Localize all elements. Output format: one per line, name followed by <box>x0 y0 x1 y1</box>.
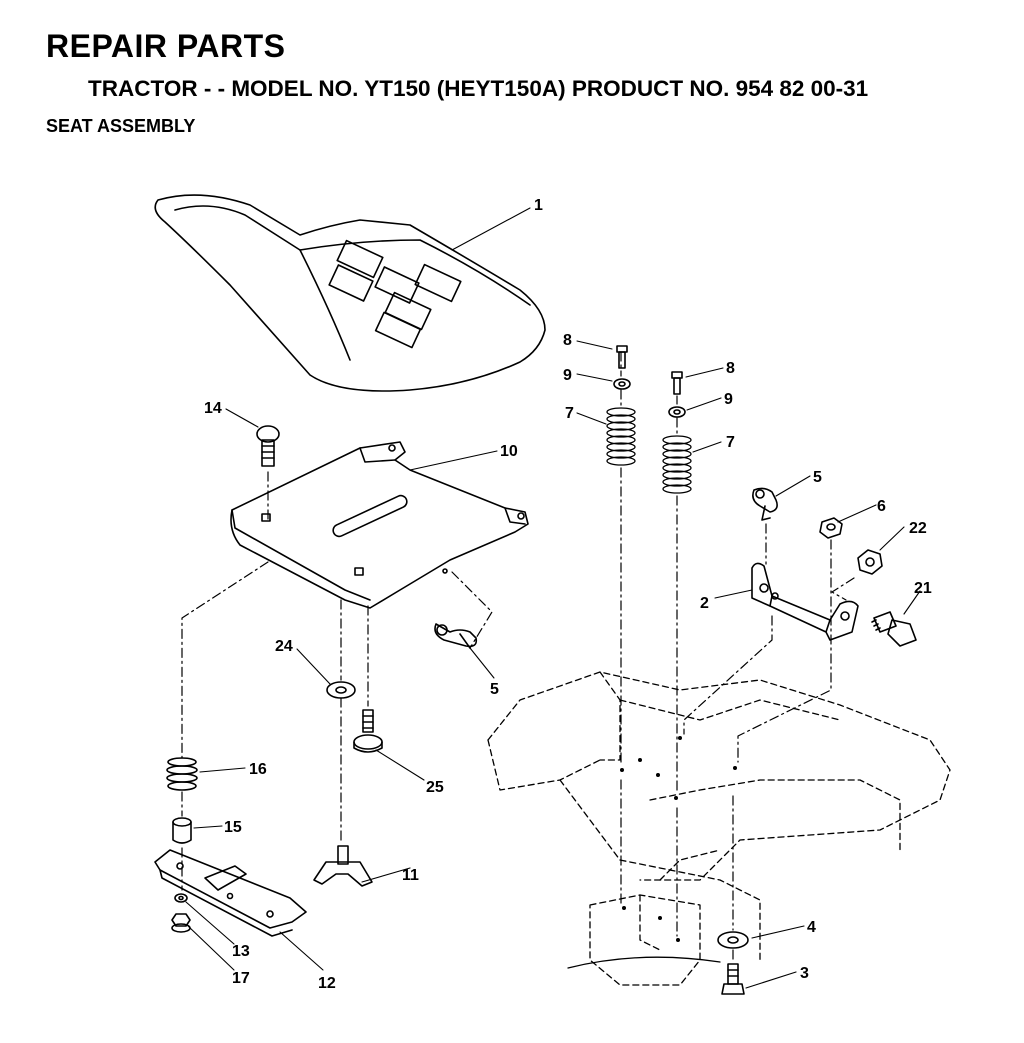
callout-22: 22 <box>909 520 927 537</box>
callout-6: 6 <box>877 498 886 515</box>
callout-8-right: 8 <box>726 360 735 377</box>
callout-labels: 1 2 3 4 5 5 6 7 7 8 8 9 9 10 11 12 13 14… <box>204 197 932 992</box>
knob-part-11 <box>313 845 373 887</box>
callout-1: 1 <box>534 197 543 214</box>
callout-16: 16 <box>249 761 267 778</box>
callout-5-left: 5 <box>490 681 499 698</box>
callout-7-right: 7 <box>726 434 735 451</box>
spring-part-16 <box>166 757 198 791</box>
carriage-bolt-part-14 <box>256 425 280 467</box>
callout-9-left: 9 <box>563 367 572 384</box>
callout-11: 11 <box>402 867 419 884</box>
callout-14: 14 <box>204 400 222 417</box>
nut-part-22 <box>857 549 883 575</box>
bracket-part-2 <box>751 562 859 641</box>
callout-7-left: 7 <box>565 405 574 422</box>
callout-21: 21 <box>914 580 932 597</box>
clip-part-5-left <box>434 623 478 649</box>
callout-3: 3 <box>800 965 809 982</box>
shoulder-bolt-part-21 <box>871 611 917 647</box>
callout-17: 17 <box>232 970 250 987</box>
flange-nut-part-17 <box>171 913 191 933</box>
spring-part-7-left <box>606 407 636 466</box>
slide-plate-part-12 <box>154 849 307 937</box>
assembly-lines <box>181 351 855 963</box>
callout-12: 12 <box>318 975 336 992</box>
model-subtitle: TRACTOR - - MODEL NO. YT150 (HEYT150A) P… <box>88 76 869 101</box>
frame-holes <box>620 736 737 942</box>
callout-8-left: 8 <box>563 332 572 349</box>
spring-part-7-right <box>662 435 692 494</box>
frame-outline-arc <box>567 956 721 969</box>
callout-25: 25 <box>426 779 444 796</box>
callout-4: 4 <box>807 919 816 936</box>
section-title: SEAT ASSEMBLY <box>46 116 196 136</box>
shoulder-bolt-part-25 <box>353 709 383 753</box>
seat-pan-part-10 <box>230 441 529 609</box>
washer-part-9-left <box>613 378 631 390</box>
callout-13: 13 <box>232 943 250 960</box>
bushing-part-15 <box>172 817 192 844</box>
washer-part-24 <box>326 681 356 699</box>
callout-2: 2 <box>700 595 709 612</box>
callout-5-right: 5 <box>813 469 822 486</box>
callout-24: 24 <box>275 638 293 655</box>
bolt-part-3 <box>721 963 745 995</box>
tractor-frame <box>487 671 951 986</box>
seat-part-1 <box>154 194 546 392</box>
leader-lines <box>185 207 921 989</box>
bolt-part-8-right <box>671 371 683 395</box>
nut-part-6 <box>819 517 843 539</box>
washer-part-4 <box>717 931 749 949</box>
page-title: REPAIR PARTS <box>46 28 286 64</box>
washer-part-9-right <box>668 406 686 418</box>
bolt-part-8-left <box>616 345 628 369</box>
nut-part-13 <box>174 893 188 903</box>
callout-10: 10 <box>500 443 518 460</box>
clip-part-5-right <box>752 487 778 521</box>
callout-15: 15 <box>224 819 242 836</box>
callout-9-right: 9 <box>724 391 733 408</box>
